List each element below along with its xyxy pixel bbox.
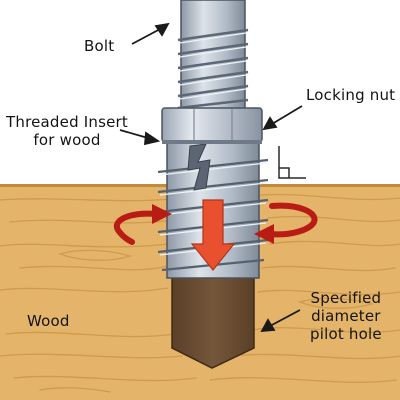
label-pilot-hole-line1: Specified xyxy=(310,289,382,307)
label-pilot-hole-line3: pilot hole xyxy=(310,325,382,343)
leader-arrows xyxy=(119,22,303,333)
right-angle-icon xyxy=(278,146,306,179)
label-locking-nut: Locking nut xyxy=(306,86,396,104)
label-threaded-insert: Threaded Insert for wood xyxy=(6,113,128,149)
rotation-arrow-left-icon xyxy=(113,204,172,245)
label-threaded-insert-line1: Threaded Insert xyxy=(6,113,128,131)
label-threaded-insert-line2: for wood xyxy=(33,131,101,149)
bolt xyxy=(177,0,249,113)
label-wood: Wood xyxy=(27,312,70,330)
label-pilot-hole: Specified diameter pilot hole xyxy=(310,289,382,343)
pilot-hole xyxy=(171,271,255,369)
label-bolt: Bolt xyxy=(84,37,115,55)
label-pilot-hole-line2: diameter xyxy=(311,307,381,325)
down-arrow-icon xyxy=(190,199,236,271)
locking-nut xyxy=(161,107,263,144)
rotation-arrow-right-icon xyxy=(254,202,318,244)
